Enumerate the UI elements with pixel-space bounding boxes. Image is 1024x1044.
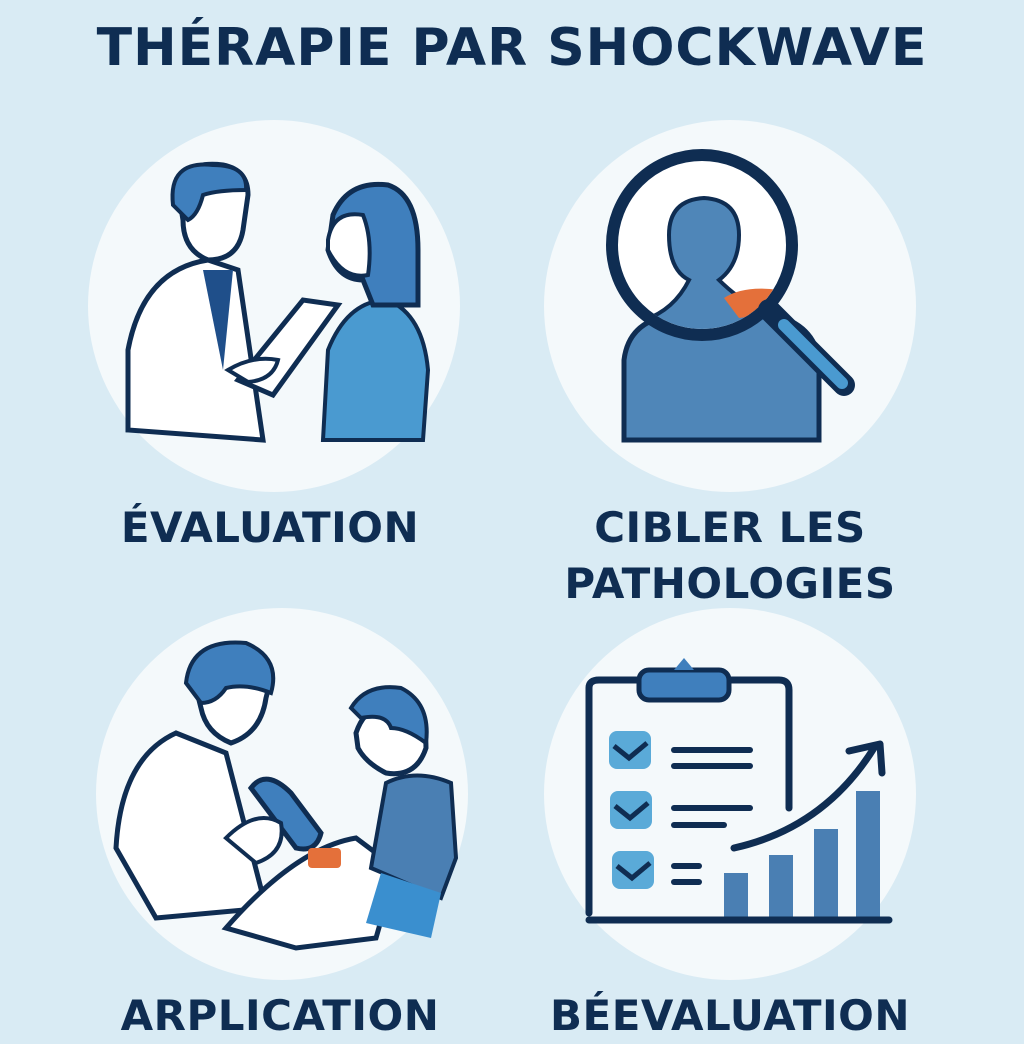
step-evaluation-label: ÉVALUATION bbox=[120, 503, 420, 552]
check-item-icons bbox=[609, 731, 654, 889]
step-target-illustration bbox=[544, 120, 916, 492]
step-application-illustration bbox=[96, 608, 468, 980]
step-reevaluation-illustration bbox=[544, 608, 916, 980]
step-target-label-line2: PATHOLOGIES bbox=[564, 559, 896, 608]
page-title: THÉRAPIE PAR SHOCKWAVE bbox=[96, 18, 928, 78]
doctor-patient-icon bbox=[125, 161, 431, 443]
step-reevaluation-label: BÉEVALUATION bbox=[549, 991, 910, 1040]
shockwave-application-icon bbox=[113, 640, 459, 951]
step-application-label: ARPLICATION bbox=[120, 991, 440, 1040]
magnifier-body-icon bbox=[606, 149, 855, 443]
step-target-label-line1: CIBLER LES bbox=[594, 503, 866, 552]
clipboard-chart-icon bbox=[585, 658, 893, 924]
step-evaluation-illustration bbox=[88, 120, 460, 492]
step-target-label: CIBLER LES PATHOLOGIES bbox=[520, 500, 940, 612]
